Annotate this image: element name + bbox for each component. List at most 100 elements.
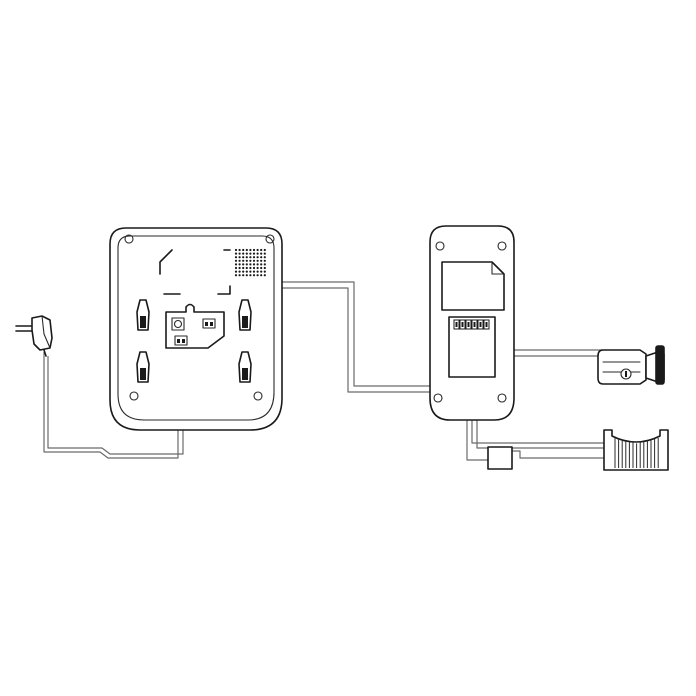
grille-dot xyxy=(234,266,238,270)
grille-dot xyxy=(234,274,238,277)
screw-icon xyxy=(497,393,507,403)
grille-dot xyxy=(234,248,238,252)
grille-dot xyxy=(234,263,238,266)
grille-dot xyxy=(238,256,241,259)
grille-dot xyxy=(249,252,252,255)
monitor-inner-shell xyxy=(117,235,275,421)
grille-dot xyxy=(263,252,266,255)
electric-lock xyxy=(597,345,665,385)
grille-dot xyxy=(260,248,263,252)
grille-dot xyxy=(252,266,256,270)
grille-dot xyxy=(260,263,263,266)
terminal-slot xyxy=(479,322,482,327)
grille-dot xyxy=(249,259,252,262)
grille-dot xyxy=(260,256,263,259)
grille-dot xyxy=(245,270,248,273)
grille-dot xyxy=(245,252,248,255)
grille-dot xyxy=(252,270,256,273)
grille-dot xyxy=(242,256,245,259)
speaker-grille-icon xyxy=(234,248,266,277)
grille-dot xyxy=(245,259,248,262)
grille-dot xyxy=(234,252,238,255)
grille-dot xyxy=(234,270,238,273)
grille-dot xyxy=(256,259,259,262)
screw-bottom-left-icon xyxy=(129,391,139,401)
dc-jack xyxy=(171,317,185,331)
grille-dot xyxy=(249,263,252,266)
grille-dot xyxy=(256,274,259,277)
grille-dot xyxy=(234,259,238,262)
bracket-bottom-right xyxy=(217,285,231,295)
power-terminal xyxy=(174,335,188,346)
gate-opener xyxy=(603,429,669,471)
grille-dot xyxy=(245,248,248,252)
grille-dot xyxy=(249,248,252,252)
grille-dot xyxy=(249,256,252,259)
grille-dot xyxy=(263,248,266,252)
grille-dot xyxy=(256,270,259,273)
grille-dot xyxy=(263,270,266,273)
terminal-slot xyxy=(467,322,470,327)
grille-dot xyxy=(263,256,266,259)
grille-dot xyxy=(260,259,263,262)
grille-dot xyxy=(245,274,248,277)
grille-dot xyxy=(242,270,245,273)
grille-dot xyxy=(238,274,241,277)
grille-dot xyxy=(263,259,266,262)
grille-dot xyxy=(256,252,259,255)
mounting-hook-icon xyxy=(238,351,252,383)
gate-frame xyxy=(603,429,669,471)
gate-cable-lower xyxy=(512,450,604,459)
grille-dot xyxy=(260,266,263,270)
junction-box-body xyxy=(487,446,513,470)
grille-dot xyxy=(245,266,248,270)
screw-icon xyxy=(497,241,507,251)
grille-dot xyxy=(256,263,259,266)
grille-dot xyxy=(249,266,252,270)
screw-icon xyxy=(433,393,443,403)
grille-dot xyxy=(249,270,252,273)
grille-dot xyxy=(256,266,259,270)
grille-dot xyxy=(256,256,259,259)
grille-dot xyxy=(242,252,245,255)
grille-dot xyxy=(242,274,245,277)
screw-top-left-icon xyxy=(124,234,134,244)
gate-bars xyxy=(614,438,659,468)
grille-dot xyxy=(252,248,256,252)
grille-dot xyxy=(260,274,263,277)
indoor-monitor xyxy=(109,227,283,431)
screw-bottom-right-icon xyxy=(253,391,263,401)
screw-top-right-icon xyxy=(265,234,275,244)
terminal-block xyxy=(453,319,490,330)
power-cable-inner xyxy=(47,345,184,455)
mounting-hook-icon xyxy=(136,351,150,383)
terminal-slot xyxy=(485,322,488,327)
power-adapter xyxy=(15,315,53,357)
grille-dot xyxy=(238,266,241,270)
camera-window xyxy=(441,261,505,311)
grille-dot xyxy=(245,256,248,259)
bracket-top-left xyxy=(159,249,173,275)
grille-dot xyxy=(242,248,245,252)
lock-thumbturn xyxy=(655,345,665,385)
grille-dot xyxy=(238,263,241,266)
terminal-slot xyxy=(461,322,464,327)
mounting-hook-icon xyxy=(238,299,252,331)
grille-dot xyxy=(260,252,263,255)
power-cable xyxy=(43,345,179,459)
bus-terminal xyxy=(202,318,216,329)
grille-dot xyxy=(242,263,245,266)
grille-dot xyxy=(252,263,256,266)
grille-dot xyxy=(242,266,245,270)
grille-dot xyxy=(252,252,256,255)
mounting-hook-icon xyxy=(136,299,150,331)
grille-dot xyxy=(260,270,263,273)
grille-dot xyxy=(238,259,241,262)
grille-dot xyxy=(238,270,241,273)
grille-dot xyxy=(238,252,241,255)
grille-dot xyxy=(249,274,252,277)
grille-dot xyxy=(252,256,256,259)
grille-dot xyxy=(263,263,266,266)
grille-dot xyxy=(252,274,256,277)
